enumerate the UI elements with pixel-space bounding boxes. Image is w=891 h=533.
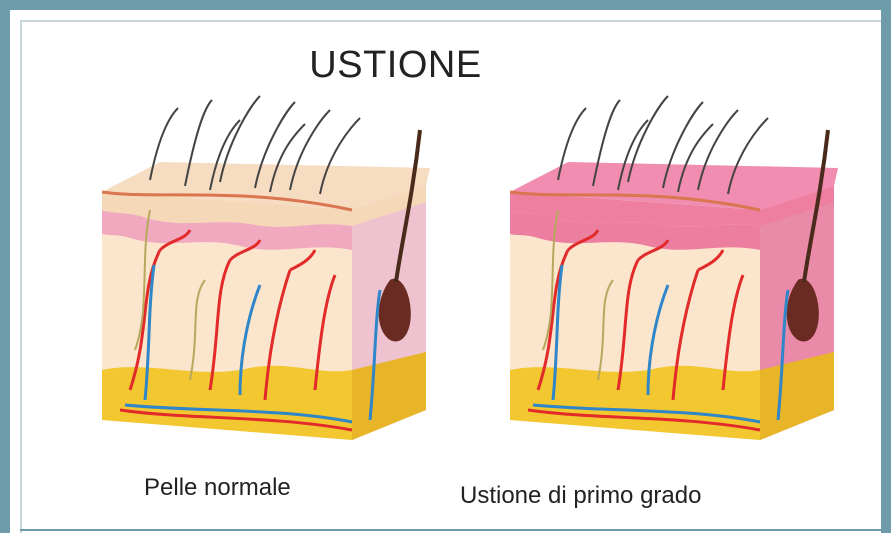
caption-normal-skin: Pelle normale — [144, 474, 291, 502]
caption-first-degree-burn: Ustione di primo grado — [460, 482, 701, 510]
diagram-title: USTIONE — [10, 44, 781, 87]
skin-cube-normal — [90, 90, 450, 460]
skin-cube-burned — [498, 90, 858, 460]
subcutaneous-fat — [510, 366, 760, 440]
bottom-divider — [20, 529, 891, 531]
subcutaneous-fat — [102, 366, 352, 440]
